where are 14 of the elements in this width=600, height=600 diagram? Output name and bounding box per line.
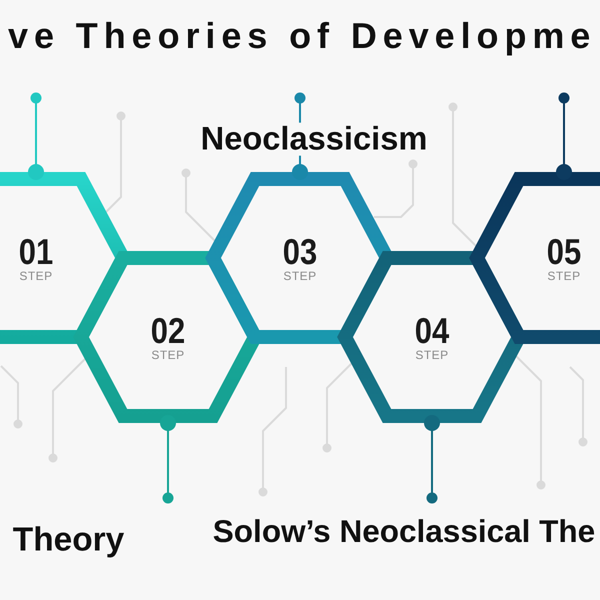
step-label: STEP (547, 270, 581, 282)
step-label: STEP (151, 349, 185, 361)
pin-connector (556, 92, 572, 180)
pin-connector (424, 415, 440, 504)
step-label: STEP (415, 349, 449, 361)
step-number: 03 (282, 234, 318, 270)
title: ve Theories of Developme (8, 18, 596, 54)
step-label: STEP (19, 270, 53, 282)
pin-connector (28, 92, 44, 180)
step-number: 01 (18, 234, 54, 270)
step-number: 04 (414, 313, 450, 349)
step-number: 05 (546, 234, 582, 270)
step-number: 02 (150, 313, 186, 349)
step-label: STEP (283, 270, 317, 282)
